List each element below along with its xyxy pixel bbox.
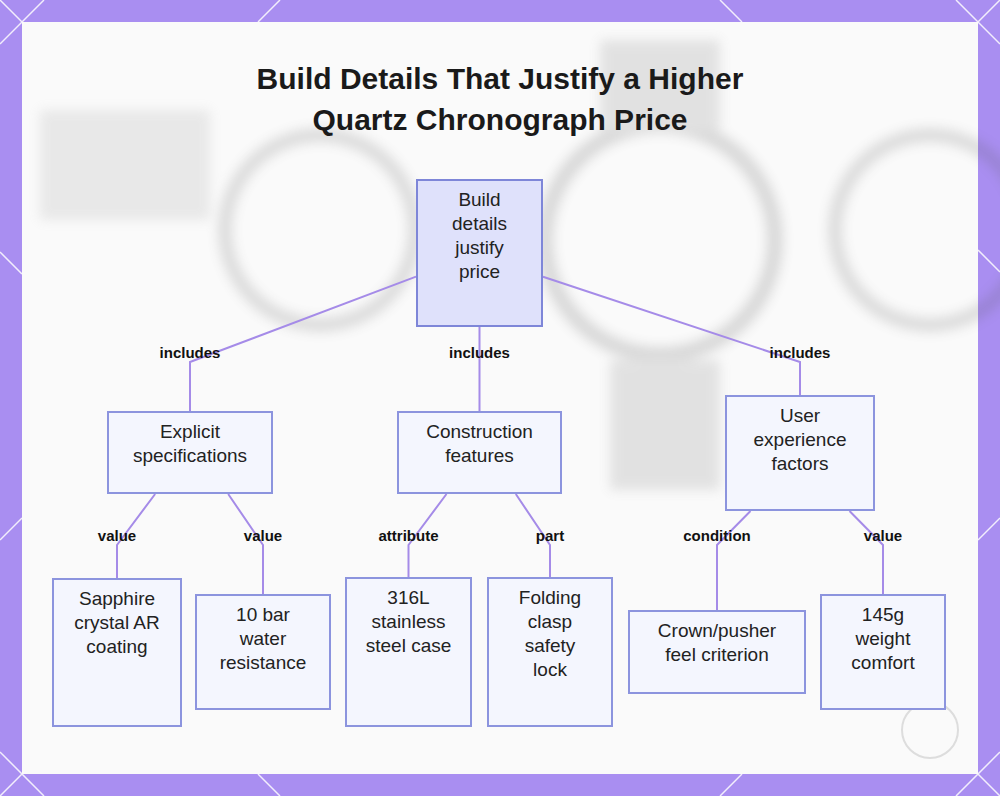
node-label: 145g weight comfort	[840, 603, 926, 675]
concept-box: Construction features	[397, 411, 562, 494]
node-label: Sapphire crystal AR coating	[69, 587, 165, 659]
node-label: 10 bar water resistance	[217, 603, 309, 675]
concept-box: 145g weight comfort	[820, 594, 946, 710]
concept-box: Folding clasp safety lock	[487, 577, 613, 727]
node-label: User experience factors	[747, 404, 853, 476]
node-label: Explicit specifications	[122, 420, 258, 468]
node-label: Crown/pusher feel criterion	[649, 619, 785, 667]
node-label: Build details justify price	[438, 188, 521, 284]
node-label: 316L stainless steel case	[360, 586, 457, 658]
diagram-title: Build Details That Justify a Higher Quar…	[210, 58, 790, 140]
edge-label: value	[244, 527, 282, 544]
edge-label: value	[864, 527, 902, 544]
root-box: Build details justify price	[416, 179, 543, 327]
concept-box: 10 bar water resistance	[195, 594, 331, 710]
concept-box: Explicit specifications	[107, 411, 273, 494]
connector	[543, 277, 800, 395]
edge-label: attribute	[379, 527, 439, 544]
edge-label: includes	[449, 344, 510, 361]
edge-label: includes	[770, 344, 831, 361]
concept-box: User experience factors	[725, 395, 875, 511]
concept-box: Crown/pusher feel criterion	[628, 610, 806, 694]
corner-logo	[902, 702, 958, 758]
edge-label: includes	[160, 344, 221, 361]
edge-label: condition	[683, 527, 751, 544]
connector	[479, 327, 481, 411]
node-label: Folding clasp safety lock	[509, 586, 591, 682]
panel	[22, 22, 978, 774]
edge-label: part	[536, 527, 564, 544]
concept-box: 316L stainless steel case	[345, 577, 472, 727]
node-label: Construction features	[411, 420, 548, 468]
edge-label: value	[98, 527, 136, 544]
connector	[717, 511, 751, 610]
connector	[190, 277, 416, 411]
connector	[228, 494, 263, 594]
connector	[850, 511, 884, 594]
concept-box: Sapphire crystal AR coating	[52, 578, 182, 727]
